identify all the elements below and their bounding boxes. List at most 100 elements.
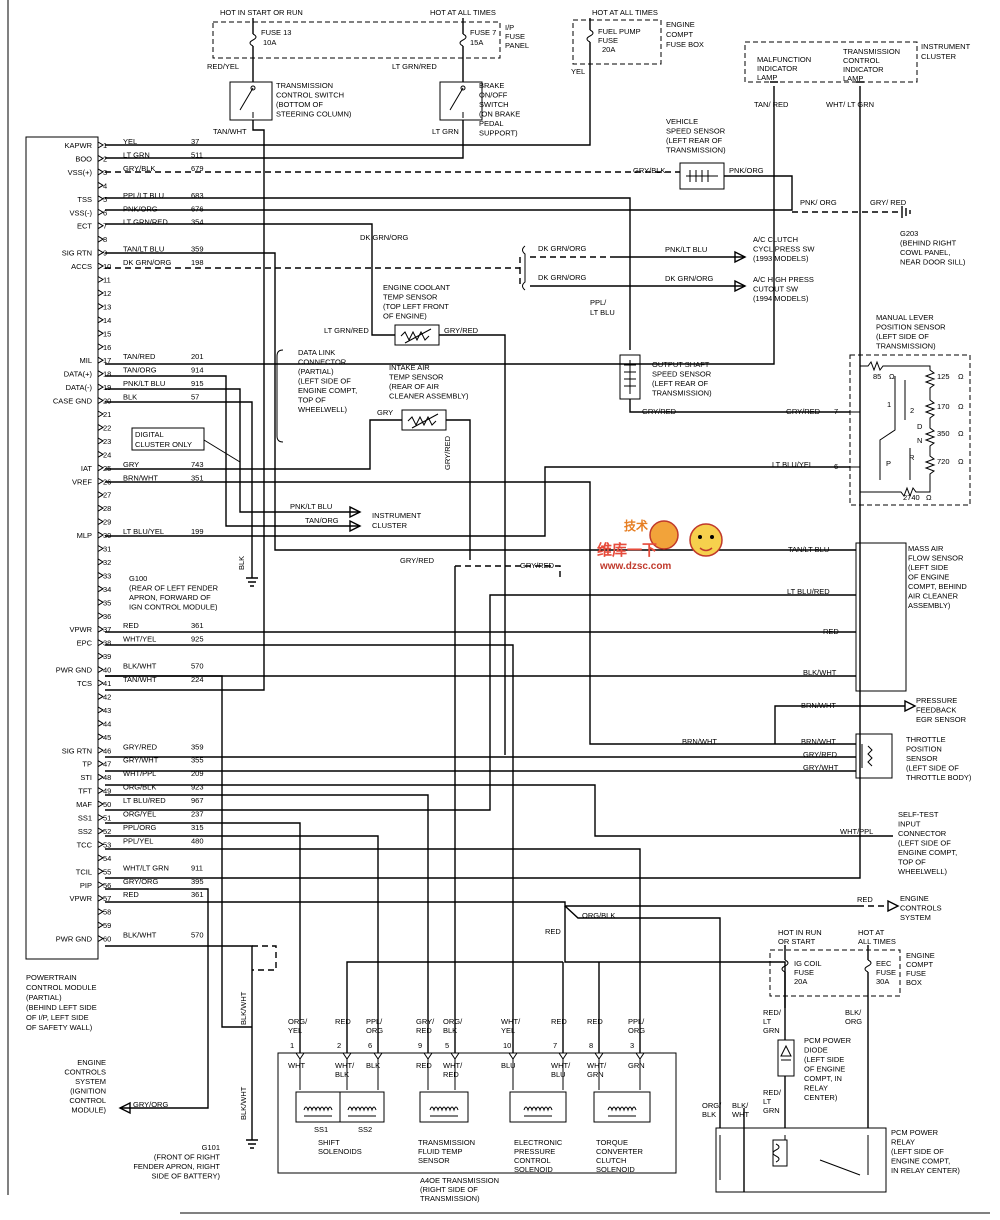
trans-wire-inner-2-0: BLK <box>366 1061 380 1070</box>
wire-org-blk: ORG/BLK <box>582 911 615 920</box>
iat-thermistor <box>407 413 439 429</box>
pin-circuit-47: 355 <box>191 756 204 765</box>
pin-color-3: GRY/BLK <box>123 164 155 173</box>
g100-line-3: IGN CONTROL MODULE) <box>129 603 218 612</box>
pcm-power-relay <box>715 1127 887 1193</box>
iat-line-0: INTAKE AIR <box>389 363 430 372</box>
maf-line-2: (LEFT SIDE <box>908 563 948 572</box>
g101-ground-icon <box>246 1139 258 1149</box>
maf-line-3: OF ENGINE <box>908 573 949 582</box>
trans-wire-inner-1-0: WHT/ <box>335 1061 355 1070</box>
trans-connector-6 <box>558 1052 568 1090</box>
wire-gry-red-trans: GRY/RED <box>400 556 435 565</box>
pcm-diode <box>777 1039 795 1077</box>
pcm-label-28: PIP <box>80 881 92 890</box>
brake-line-2: SWITCH <box>479 100 509 109</box>
wire-red-ltgrn-2c: GRN <box>763 1106 780 1115</box>
trans-coil-0 <box>303 1106 333 1117</box>
pin-number-49: 49 <box>103 787 111 796</box>
pcm-label-27: TCIL <box>76 867 92 876</box>
pin-connector-53 <box>97 840 104 848</box>
pin-connector-1 <box>97 141 104 149</box>
wire-org-blk-relay: ORG/ <box>702 1101 722 1110</box>
mlp-r-85: 85 <box>873 372 881 381</box>
trans-title-line-2: TRANSMISSION) <box>420 1194 480 1203</box>
pin-number-47: 47 <box>103 760 111 769</box>
hot-run-line-1: OR START <box>778 937 816 946</box>
maf-sig-rtn-wire <box>105 252 856 551</box>
ecs-line-0: ENGINE <box>900 894 929 903</box>
trans-group-2-3: SOLENOID <box>514 1165 553 1174</box>
pin-circuit-9: 359 <box>191 245 204 254</box>
fuse13-amp: 10A <box>263 38 276 47</box>
pin-number-32: 32 <box>103 558 111 567</box>
pin-number-17: 17 <box>103 356 111 365</box>
wire-blk-g100: BLK <box>237 556 246 570</box>
wire-red-relay: RED <box>545 927 561 936</box>
vss-line-3: TRANSMISSION) <box>666 146 726 155</box>
g100-line-2: APRON, FORWARD OF <box>129 593 211 602</box>
mlp-ohm-2: Ω <box>958 402 964 411</box>
wire-blk-wht-relay: BLK/ <box>732 1101 749 1110</box>
mlp-pos-D: D <box>917 422 923 431</box>
wire-dk-grn-org-1: DK GRN/ORG <box>360 233 409 242</box>
tcs-switch-contact <box>239 87 254 118</box>
trans-group-3-1: CONVERTER <box>596 1147 644 1156</box>
mlp-ohm-4: Ω <box>958 457 964 466</box>
pin-color-60: BLK/WHT <box>123 931 157 940</box>
trans-coil-4 <box>607 1106 637 1117</box>
pin-number-8: 8 <box>103 235 107 244</box>
maf-line-4: COMPT, BEHIND <box>908 582 967 591</box>
mlp-r-125: 125 <box>937 372 950 381</box>
pin-connector-60 <box>97 935 104 942</box>
pin-color-2: LT GRN <box>123 150 150 159</box>
pin-connector-24 <box>97 450 104 458</box>
pcm-fuse-box-line-1: COMPT <box>906 960 934 969</box>
brake-line-4: PEDAL <box>479 119 504 128</box>
pin-circuit-1: 37 <box>191 137 199 146</box>
vss-line-1: SPEED SENSOR <box>666 127 726 136</box>
pin-circuit-40: 570 <box>191 662 204 671</box>
pcm-name-line-0: POWERTRAIN <box>26 973 77 982</box>
pin-circuit-26: 351 <box>191 473 204 482</box>
pip-wire <box>105 888 209 1109</box>
diode-line-1: DIODE <box>804 1046 828 1055</box>
trans-wire-top-2-1: ORG <box>366 1026 383 1035</box>
pin-connector-28 <box>97 504 104 512</box>
pin-connector-40 <box>97 666 104 673</box>
pin-color-48: WHT/PPL <box>123 769 156 778</box>
tcil-lamp-1: TRANSMISSION <box>843 47 900 56</box>
pin-circuit-48: 209 <box>191 769 204 778</box>
trans-wire-top-0-1: YEL <box>288 1026 302 1035</box>
dlc-brace <box>276 349 284 443</box>
iat-line-2: (REAR OF AIR <box>389 382 440 391</box>
pin-number-13: 13 <box>103 302 111 311</box>
watermark-line1: 维库一下 <box>597 541 657 559</box>
pfe-wire <box>774 705 905 744</box>
pin-color-5: PPL/LT BLU <box>123 191 164 200</box>
hot-all-line-1: ALL TIMES <box>858 937 896 946</box>
pin-connector-31 <box>97 545 104 552</box>
dlc-line-4: ENGINE COMPT, <box>298 386 357 395</box>
red-relay-wire <box>564 906 786 1008</box>
ecs-left-line-5: MODULE) <box>71 1106 106 1115</box>
pin-connector-32 <box>97 558 104 566</box>
wire-brnwht-tp: BRN/WHT <box>682 737 717 746</box>
fuse7-name: FUSE 7 <box>470 28 496 37</box>
trans-connector-8 <box>635 1052 645 1090</box>
iat-wire <box>105 419 402 470</box>
pin-number-33: 33 <box>103 571 111 580</box>
trans-title-line-1: (RIGHT SIDE OF <box>420 1185 478 1194</box>
wire-red-ltgrn-1b: LT <box>763 1017 772 1026</box>
ip-fuse-panel <box>212 21 501 59</box>
wire-gry-red-mlp: GRY/RED <box>786 407 821 416</box>
g101-line-2: FENDER APRON, RIGHT <box>133 1162 220 1171</box>
pin-number-54: 54 <box>103 854 111 863</box>
pin-connector-44 <box>97 719 104 727</box>
pin-circuit-3: 679 <box>191 164 204 173</box>
pin-color-41: TAN/WHT <box>123 675 157 684</box>
